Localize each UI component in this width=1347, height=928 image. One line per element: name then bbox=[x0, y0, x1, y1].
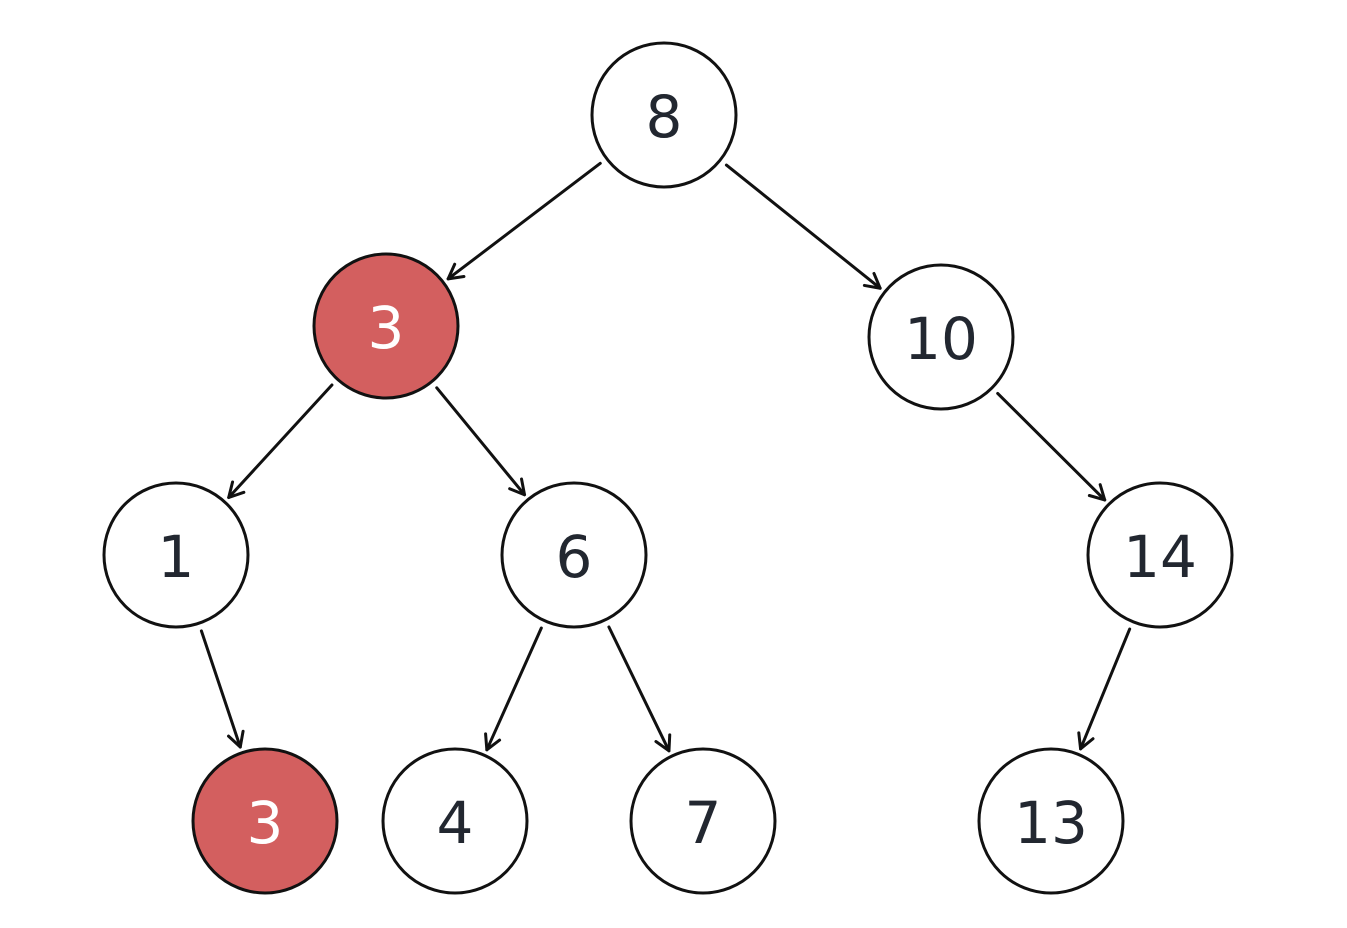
edge-n6-n7 bbox=[607, 625, 672, 753]
nodes-layer: 8 3 10 1 6 14 3 4 7 13 bbox=[102, 41, 1234, 895]
node-label: 3 bbox=[247, 789, 284, 857]
edge-line bbox=[1079, 627, 1132, 751]
edge-line bbox=[199, 629, 242, 749]
node-circle bbox=[500, 481, 648, 629]
edge-n3-n1 bbox=[227, 383, 334, 500]
edge-n3-n6 bbox=[435, 386, 527, 497]
tree-node-n3: 3 bbox=[312, 252, 460, 400]
edge-line bbox=[996, 391, 1107, 502]
edge-n6-n4 bbox=[484, 626, 543, 752]
node-label: 4 bbox=[437, 789, 474, 857]
edge-line bbox=[435, 386, 527, 497]
node-circle bbox=[867, 263, 1015, 411]
edge-n1-n3b bbox=[199, 629, 245, 749]
tree-node-n3b: 3 bbox=[191, 747, 339, 895]
node-circle bbox=[590, 41, 738, 189]
edge-line bbox=[446, 161, 602, 281]
node-circle bbox=[381, 747, 529, 895]
edge-n8-n10 bbox=[724, 163, 882, 290]
tree-node-n6: 6 bbox=[500, 481, 648, 629]
node-circle bbox=[977, 747, 1125, 895]
tree-node-n10: 10 bbox=[867, 263, 1015, 411]
node-label: 10 bbox=[904, 305, 978, 373]
edges-layer bbox=[199, 161, 1132, 753]
tree-node-n8: 8 bbox=[590, 41, 738, 189]
node-circle bbox=[629, 747, 777, 895]
node-label: 14 bbox=[1123, 523, 1197, 591]
tree-node-n13: 13 bbox=[977, 747, 1125, 895]
node-label: 1 bbox=[158, 523, 195, 591]
edge-n10-n14 bbox=[996, 391, 1107, 502]
arrowhead-icon bbox=[508, 477, 527, 497]
tree-node-n4: 4 bbox=[381, 747, 529, 895]
node-label: 8 bbox=[646, 83, 683, 151]
tree-node-n7: 7 bbox=[629, 747, 777, 895]
arrowhead-icon bbox=[484, 732, 502, 752]
edge-n8-n3 bbox=[446, 161, 602, 281]
node-label: 7 bbox=[685, 789, 722, 857]
edge-line bbox=[227, 383, 334, 500]
node-label: 13 bbox=[1014, 789, 1088, 857]
edge-line bbox=[485, 626, 543, 752]
node-circle bbox=[1086, 481, 1234, 629]
arrowhead-icon bbox=[227, 729, 245, 749]
edge-line bbox=[607, 625, 671, 753]
arrowhead-icon bbox=[862, 271, 882, 290]
highlighted-node-circle bbox=[312, 252, 460, 400]
tree-node-n1: 1 bbox=[102, 481, 250, 629]
node-label: 3 bbox=[368, 294, 405, 362]
edge-n14-n13 bbox=[1077, 627, 1132, 751]
edge-line bbox=[724, 163, 882, 290]
arrowhead-icon bbox=[1077, 731, 1095, 751]
node-circle bbox=[102, 481, 250, 629]
arrowhead-icon bbox=[654, 733, 672, 753]
arrowhead-icon bbox=[227, 480, 246, 500]
highlighted-node-circle bbox=[191, 747, 339, 895]
arrowhead-icon bbox=[446, 262, 466, 281]
arrowhead-icon bbox=[1087, 483, 1107, 502]
tree-node-n14: 14 bbox=[1086, 481, 1234, 629]
node-label: 6 bbox=[556, 523, 593, 591]
